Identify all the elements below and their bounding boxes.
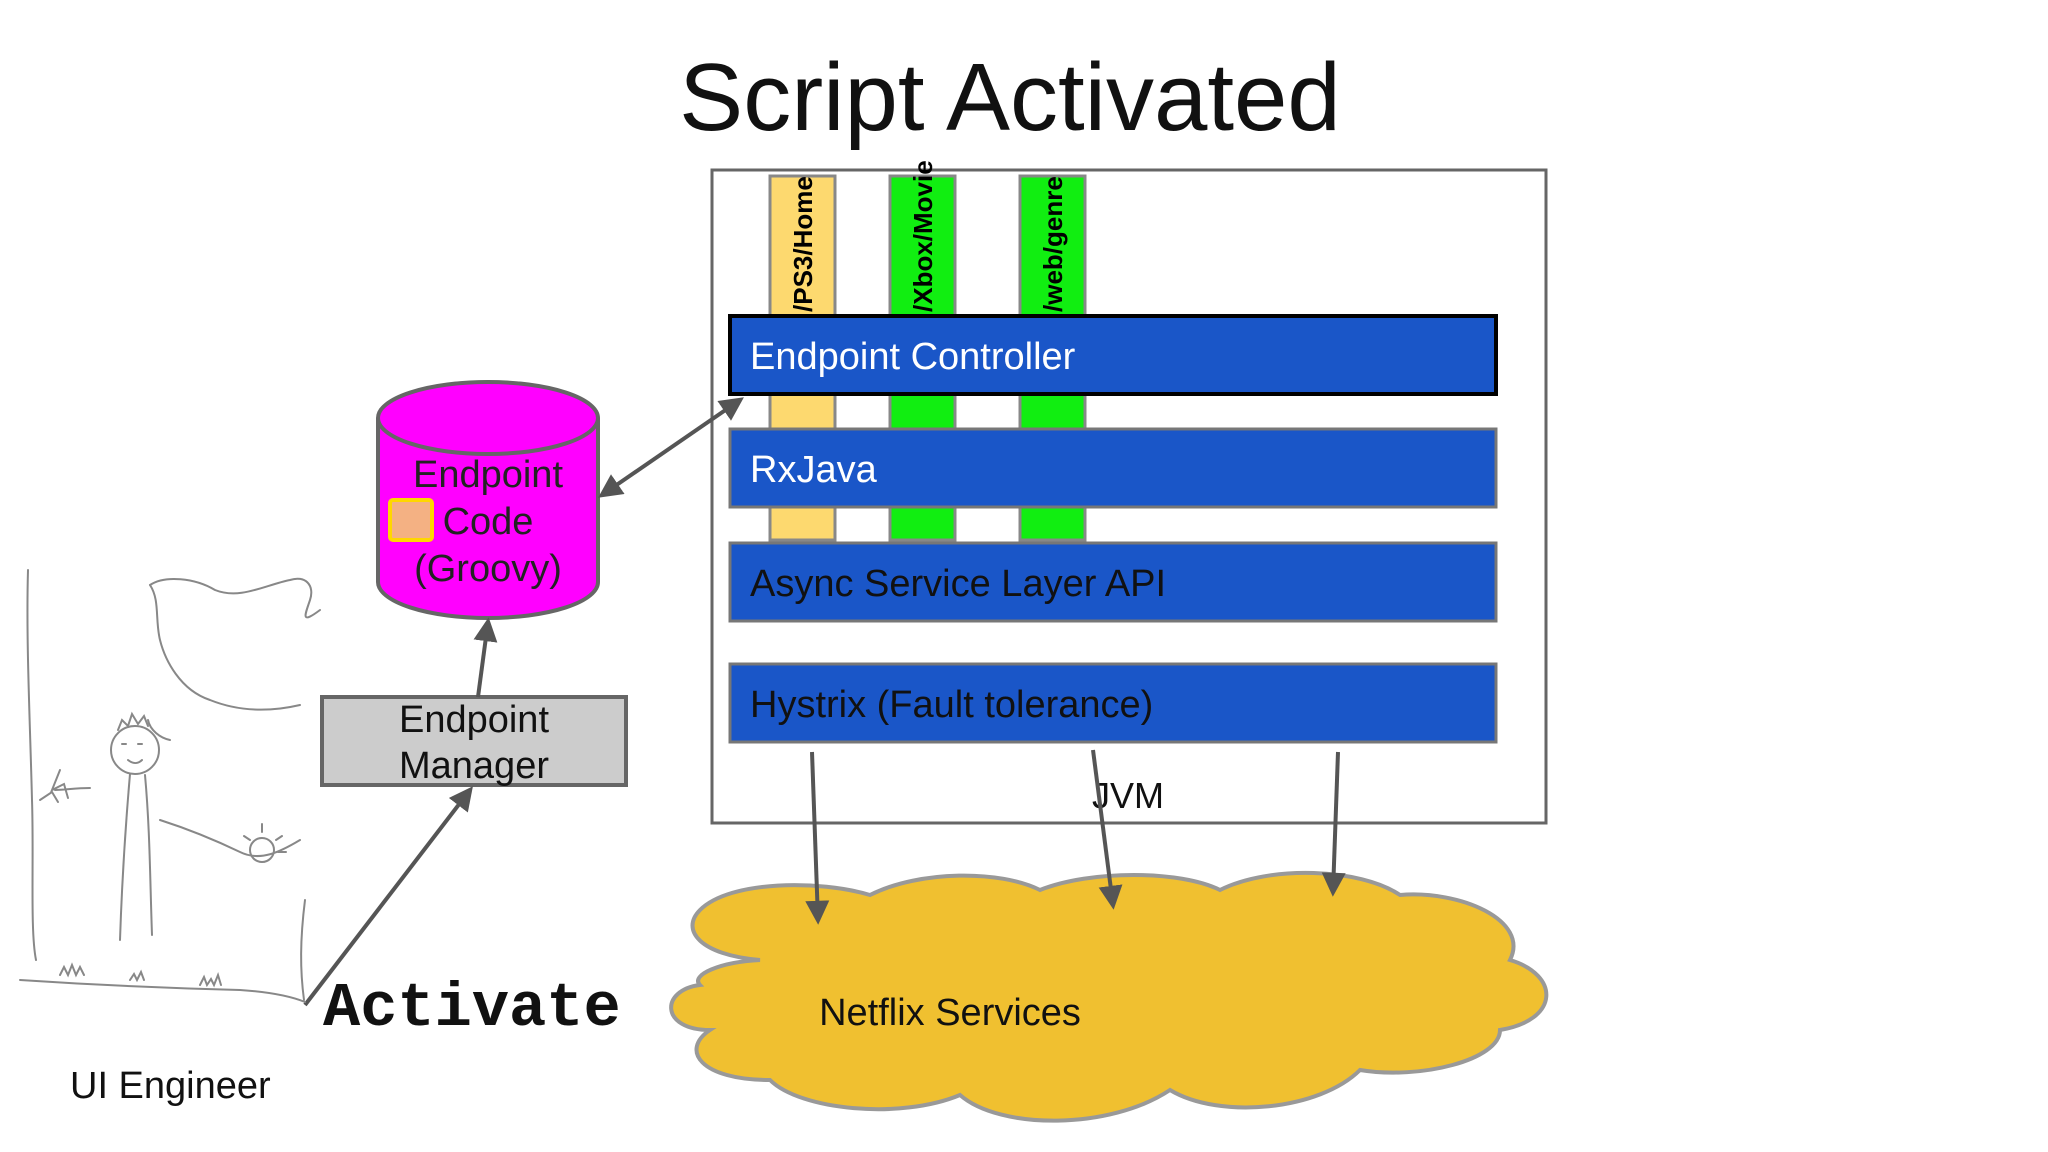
endpoint-label-ps3: /PS3/Home [788,176,818,312]
manager-label-line1: Endpoint [399,699,549,741]
arrow-jvm-cloud-3 [1321,751,1346,897]
ui-engineer-label: UI Engineer [70,1065,271,1107]
code-file-icon [388,498,434,542]
arrow-activate-manager [303,786,473,1007]
database-label-line2: Code [443,501,534,543]
layer-hystrix [728,662,1498,744]
engineer-sketch [19,569,321,1003]
arrow-db-controller [598,397,744,498]
jvm-label: JVM [1092,775,1164,816]
database-label-line3: (Groovy) [414,548,562,590]
endpoint-manager-box [320,695,628,787]
netflix-services-cloud [669,870,1549,1123]
slide-title: Script Activated [679,44,1341,151]
layer-endpoint-controller [728,314,1498,396]
arrow-jvm-cloud-1 [805,751,830,925]
endpoint-label-xbox: /Xbox/Movie [908,160,938,312]
endpoint-label-web: /web/genre [1038,176,1068,312]
layer-endpoint-controller-label: Endpoint Controller [750,336,1076,378]
arrow-jvm-cloud-2 [1091,749,1123,910]
arrow-manager-db [473,617,498,698]
layer-hystrix-label: Hystrix (Fault tolerance) [750,684,1153,726]
activate-label: Activate [323,973,621,1044]
netflix-services-label: Netflix Services [819,992,1081,1034]
layer-async-service [728,541,1498,623]
manager-label-line2: Manager [399,745,549,787]
endpoint-code-database [376,380,600,620]
layer-async-service-label: Async Service Layer API [750,563,1166,605]
database-label-line1: Endpoint [413,454,563,496]
layer-rxjava-label: RxJava [750,449,878,491]
